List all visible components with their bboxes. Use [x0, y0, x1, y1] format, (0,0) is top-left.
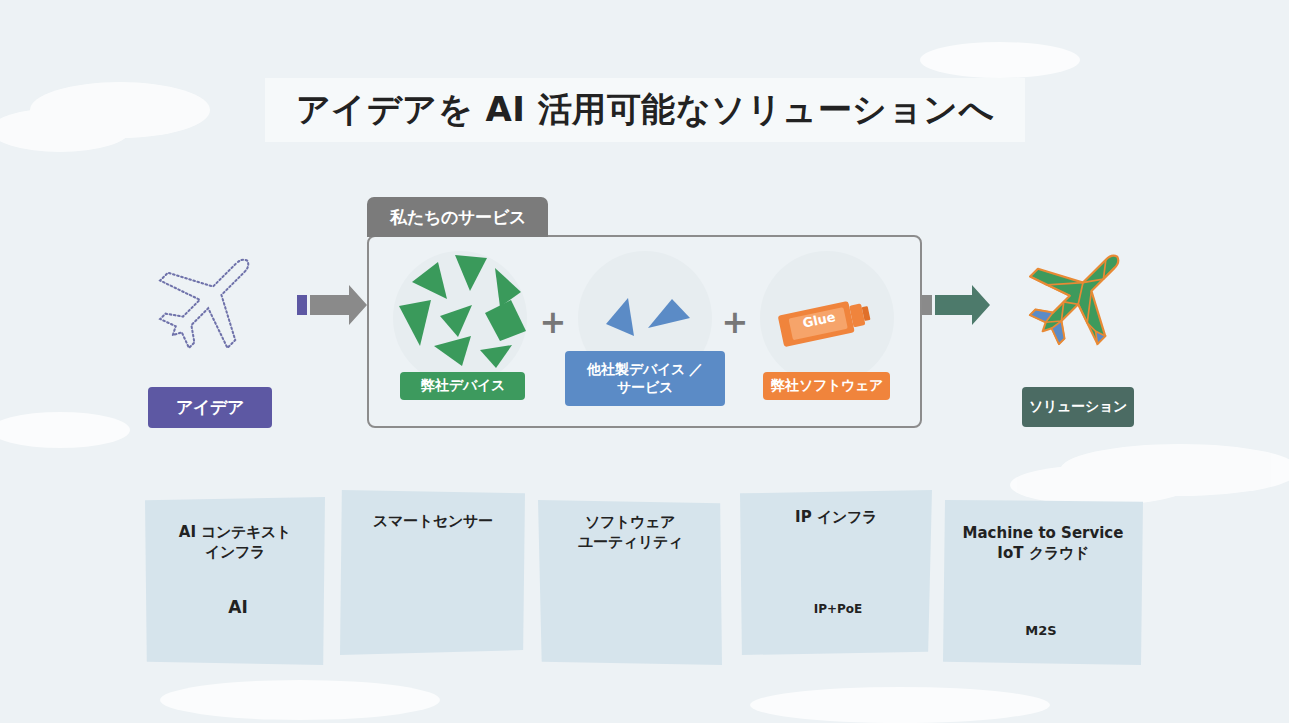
software-circle-part [778, 297, 873, 347]
feature-card: IP インフラ [740, 490, 932, 655]
arrow-body [310, 285, 367, 325]
device-circle-part-part [495, 268, 521, 307]
partner-circle-part [648, 299, 690, 328]
idea-airplane [139, 227, 281, 369]
solution-airplane-part [1090, 329, 1105, 344]
feature-card: スマートセンサー [340, 490, 525, 655]
idea-node: アイデア [140, 225, 297, 430]
title-band [265, 78, 1025, 142]
software-chip: 弊社ソフトウェア [763, 372, 890, 400]
device-circle-part-part [455, 255, 487, 291]
feature-card-text: AI コンテキスト インフラ [160, 523, 310, 563]
solution-node-text: ソリューション [1022, 387, 1134, 427]
cloud-part [1010, 465, 1190, 505]
device-circle-part-part [440, 305, 472, 337]
solution-airplane-part [1030, 302, 1054, 326]
cloud-part [0, 412, 130, 448]
partner-chip-text: 他社製デバイス ／サービス [579, 361, 711, 396]
solution-airplane-part [1015, 230, 1136, 351]
solution-airplane [1009, 223, 1151, 365]
software-circle-part-part [862, 306, 871, 321]
cloud [0, 42, 1289, 723]
solution-airplane-part-part [1087, 323, 1095, 331]
feature-card-text: IP インフラ [756, 508, 916, 528]
solution-airplane-part [1009, 223, 1151, 365]
feature-card: AI コンテキスト インフラ [145, 497, 325, 665]
solution-node: ソリューション [990, 225, 1150, 430]
software-chip-text: 弊社ソフトウェア [763, 377, 890, 395]
block-arrow [297, 285, 367, 325]
feature-card-text: スマートセンサー [353, 512, 513, 532]
device-circle [393, 251, 527, 385]
device-circle-part-part [399, 300, 431, 346]
feature-card: ソフトウェア ユーティリティ [538, 500, 722, 665]
feature-card-text: ソフトウェア ユーティリティ [555, 513, 705, 553]
device-circle-part [399, 255, 526, 368]
solution-airplane-part-part [1030, 272, 1047, 289]
plus-sign: + [722, 303, 749, 341]
software-circle [760, 251, 894, 385]
diagram-title: アイデアを AI 活用可能なソリューションへ [265, 78, 1025, 142]
arrow-tail [922, 295, 932, 315]
device-circle-part-part [480, 345, 512, 368]
partner-chip: 他社製デバイス ／サービス [565, 351, 725, 406]
arrow-tail [297, 295, 307, 315]
feature-card: Machine to Service IoT クラウド [943, 500, 1143, 665]
ai-icon-text: AI [228, 597, 247, 617]
cloud-part [0, 108, 130, 152]
service-group: 私たちのサービス弊社デバイス他社製デバイス ／サービス弊社ソフトウェア [367, 235, 922, 428]
software-circle-part [760, 251, 894, 385]
idea-airplane-part [139, 227, 281, 369]
software-circle-part-part [849, 303, 865, 327]
solution-airplane-part-part [1073, 291, 1105, 323]
solution-airplane-part-part [1045, 260, 1115, 330]
plus-sign: + [540, 303, 567, 341]
idea-node-text: アイデア [148, 387, 272, 428]
cloud-part [920, 42, 1080, 78]
ip-poe-text: IP+PoE [814, 602, 863, 616]
software-circle-part-part [788, 307, 847, 340]
block-arrow [922, 285, 990, 325]
arrow-body [935, 285, 990, 325]
m2s-text: M2S [1025, 623, 1056, 638]
partner-circle-part [606, 298, 634, 336]
software-circle-part-part [778, 301, 855, 347]
solution-airplane-part-part [1047, 266, 1083, 302]
device-circle-part [393, 251, 527, 385]
device-chip: 弊社デバイス [400, 372, 525, 400]
device-circle-part-part [485, 300, 526, 341]
solution-airplane-part-part [1103, 268, 1114, 279]
device-circle-part-part [434, 336, 471, 366]
solution-airplane-part [1048, 320, 1072, 344]
service-group-text: 私たちのサービス [367, 197, 548, 237]
cloud-part [160, 680, 440, 720]
feature-card-text: Machine to Service IoT クラウド [958, 524, 1128, 564]
device-chip-text: 弊社デバイス [400, 377, 525, 395]
device-circle-part-part [412, 262, 447, 299]
cloud-part [750, 687, 1050, 723]
